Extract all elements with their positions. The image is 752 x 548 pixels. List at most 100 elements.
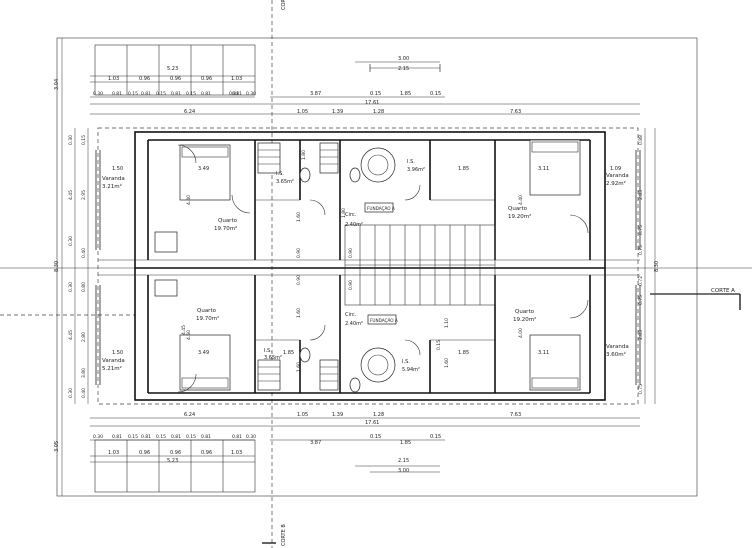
dim-v-160-d: 1.60 bbox=[296, 362, 302, 372]
dim-185-top: 1.85 bbox=[400, 91, 411, 97]
room-varanda-tl-area: 3.21m² bbox=[102, 183, 122, 190]
room-quarto-br-name: Quarto bbox=[515, 309, 535, 315]
dim-523-top: 5.23 bbox=[167, 66, 178, 72]
dim-081c: 0.81 bbox=[171, 91, 181, 97]
dim-v-015-c: 0.15 bbox=[436, 340, 442, 350]
corte-a-label: CORTE A bbox=[711, 288, 735, 294]
dim-139-bot: 1.39 bbox=[332, 412, 343, 418]
dim-v-075-r: 0.75 bbox=[638, 245, 644, 255]
dim-v-080-l: 0.80 bbox=[81, 282, 87, 292]
dim-015-bot: 0.15 bbox=[370, 434, 381, 440]
dim-v-030-ml: 0.30 bbox=[68, 282, 74, 292]
dim-311-br: 3.11 bbox=[538, 350, 549, 356]
dim-300-top: 3.00 bbox=[398, 56, 409, 62]
dim-v-283-r: 2.83 bbox=[638, 190, 644, 200]
room-varanda-tr-name: Varanda bbox=[606, 173, 629, 179]
dim-109-tr: 1.09 bbox=[610, 166, 621, 172]
room-is-tr-name: I.S. bbox=[407, 159, 415, 165]
room-is-tr-area: 3.96m² bbox=[407, 167, 425, 173]
dim-096a: 0.96 bbox=[139, 76, 150, 82]
dim-v-030-bl: 0.30 bbox=[68, 388, 74, 398]
dim-387-top: 3.87 bbox=[310, 91, 321, 97]
fundacao-label-bottom: FUNDAÇÃO A bbox=[370, 318, 398, 323]
dim-v-445-bl: 4.45 bbox=[68, 330, 74, 340]
dim-v-090-b: 0.90 bbox=[296, 275, 302, 285]
room-varanda-bl-area: 5.21m² bbox=[102, 365, 122, 372]
dim-096c: 0.96 bbox=[201, 76, 212, 82]
room-varanda-tl-name: Varanda bbox=[102, 176, 125, 182]
dim-v-030-tl: 0.30 bbox=[68, 135, 74, 145]
dim-624-top: 6.24 bbox=[184, 109, 195, 115]
dim-349-bl: 3.49 bbox=[198, 350, 209, 356]
dim-349-tl: 3.49 bbox=[198, 166, 209, 172]
dim-015f: 0.15 bbox=[156, 434, 166, 440]
dim-185-br: 1.85 bbox=[458, 350, 469, 356]
room-quarto-bl-name: Quarto bbox=[197, 308, 217, 314]
dim-096e: 0.96 bbox=[170, 450, 181, 456]
dim-030b: 0.30 bbox=[246, 91, 256, 97]
dim-v-180b: 1.80 bbox=[301, 150, 307, 160]
dim-015c: 0.15 bbox=[186, 91, 196, 97]
dim-v-380-l: 3.80 bbox=[81, 368, 87, 378]
dim-081d: 0.81 bbox=[201, 91, 211, 97]
dim-185-bot: 1.85 bbox=[400, 440, 411, 446]
dim-215-top: 2.15 bbox=[398, 66, 409, 72]
exterior-walls bbox=[134, 131, 606, 401]
room-quarto-br-area: 19.20m² bbox=[513, 316, 536, 323]
room-circ-bot-area: 2.40m² bbox=[345, 321, 363, 327]
room-is-tl-name: I.S. bbox=[276, 171, 284, 177]
room-is-br-area: 5.94m² bbox=[402, 367, 420, 373]
dim-v-295-l: 2.95 bbox=[81, 190, 87, 200]
dim-096b: 0.96 bbox=[170, 76, 181, 82]
room-circ-top-name: Circ. bbox=[345, 212, 357, 218]
room-varanda-bl-name: Varanda bbox=[102, 358, 125, 364]
room-is-tl-area: 3.65m² bbox=[276, 179, 294, 185]
dim-105-top: 1.05 bbox=[297, 109, 308, 115]
room-circ-top-area: 2.40m² bbox=[345, 222, 363, 228]
dim-v-160-a: 1.60 bbox=[296, 212, 302, 222]
dim-103b: 1.03 bbox=[231, 76, 242, 82]
room-varanda-br-area: 3.60m² bbox=[606, 351, 626, 358]
dim-015a: 0.15 bbox=[128, 91, 138, 97]
dim-v-040-bl: 0.40 bbox=[81, 388, 87, 398]
dim-096f: 0.96 bbox=[201, 450, 212, 456]
dim-v-075c-r: 0.75 bbox=[638, 295, 644, 305]
room-quarto-tr-name: Quarto bbox=[508, 206, 528, 212]
sheet-border bbox=[56, 37, 698, 497]
room-quarto-tl-name: Quarto bbox=[218, 218, 238, 224]
dim-128-top: 1.28 bbox=[373, 109, 384, 115]
dim-v-440-r: 4.40 bbox=[518, 195, 524, 205]
dim-v-072-r: 0.72 bbox=[638, 276, 644, 286]
dim-150-tl: 1.50 bbox=[112, 166, 123, 172]
dim-v-090-a: 0.90 bbox=[296, 248, 302, 258]
dim-311-tr: 3.11 bbox=[538, 166, 549, 172]
dim-081b: 0.81 bbox=[141, 91, 151, 97]
dim-081a: 0.81 bbox=[112, 91, 122, 97]
dim-chain-bottom bbox=[90, 417, 640, 473]
dim-015-top2: 0.15 bbox=[430, 91, 441, 97]
dim-030a: 0.30 bbox=[93, 91, 103, 97]
dim-v-110: 1.10 bbox=[444, 318, 450, 328]
room-quarto-bl-area: 19.70m² bbox=[196, 315, 219, 322]
dim-081g: 0.81 bbox=[171, 434, 181, 440]
dim-015g: 0.15 bbox=[186, 434, 196, 440]
dim-v-830-r: 8.30 bbox=[654, 261, 660, 272]
parking-slabs-top bbox=[94, 44, 256, 96]
dim-v-400-l: 4.40 bbox=[186, 195, 192, 205]
room-varanda-tr-area: 2.92m² bbox=[606, 180, 626, 187]
dim-015-bot2: 0.15 bbox=[430, 434, 441, 440]
dim-103c: 1.03 bbox=[108, 450, 119, 456]
dim-081f: 0.81 bbox=[141, 434, 151, 440]
dim-763-top: 7.63 bbox=[510, 109, 521, 115]
dim-150-bl: 1.50 bbox=[112, 350, 123, 356]
dim-1761-top: 17.61 bbox=[365, 100, 379, 106]
room-is-br-name: I.S. bbox=[402, 359, 410, 365]
fundacao-label-top: FUNDAÇÃO A bbox=[367, 206, 395, 211]
dim-081e-b: 0.81 bbox=[112, 434, 122, 440]
room-varanda-br-name: Varanda bbox=[606, 344, 629, 350]
fundacao-tag-top bbox=[364, 202, 394, 213]
dim-103a: 1.03 bbox=[108, 76, 119, 82]
parking-slabs-bottom bbox=[94, 439, 256, 493]
dim-v-180: 1.80 bbox=[341, 208, 347, 218]
dim-081e-bot2: 0.81 bbox=[232, 434, 242, 440]
